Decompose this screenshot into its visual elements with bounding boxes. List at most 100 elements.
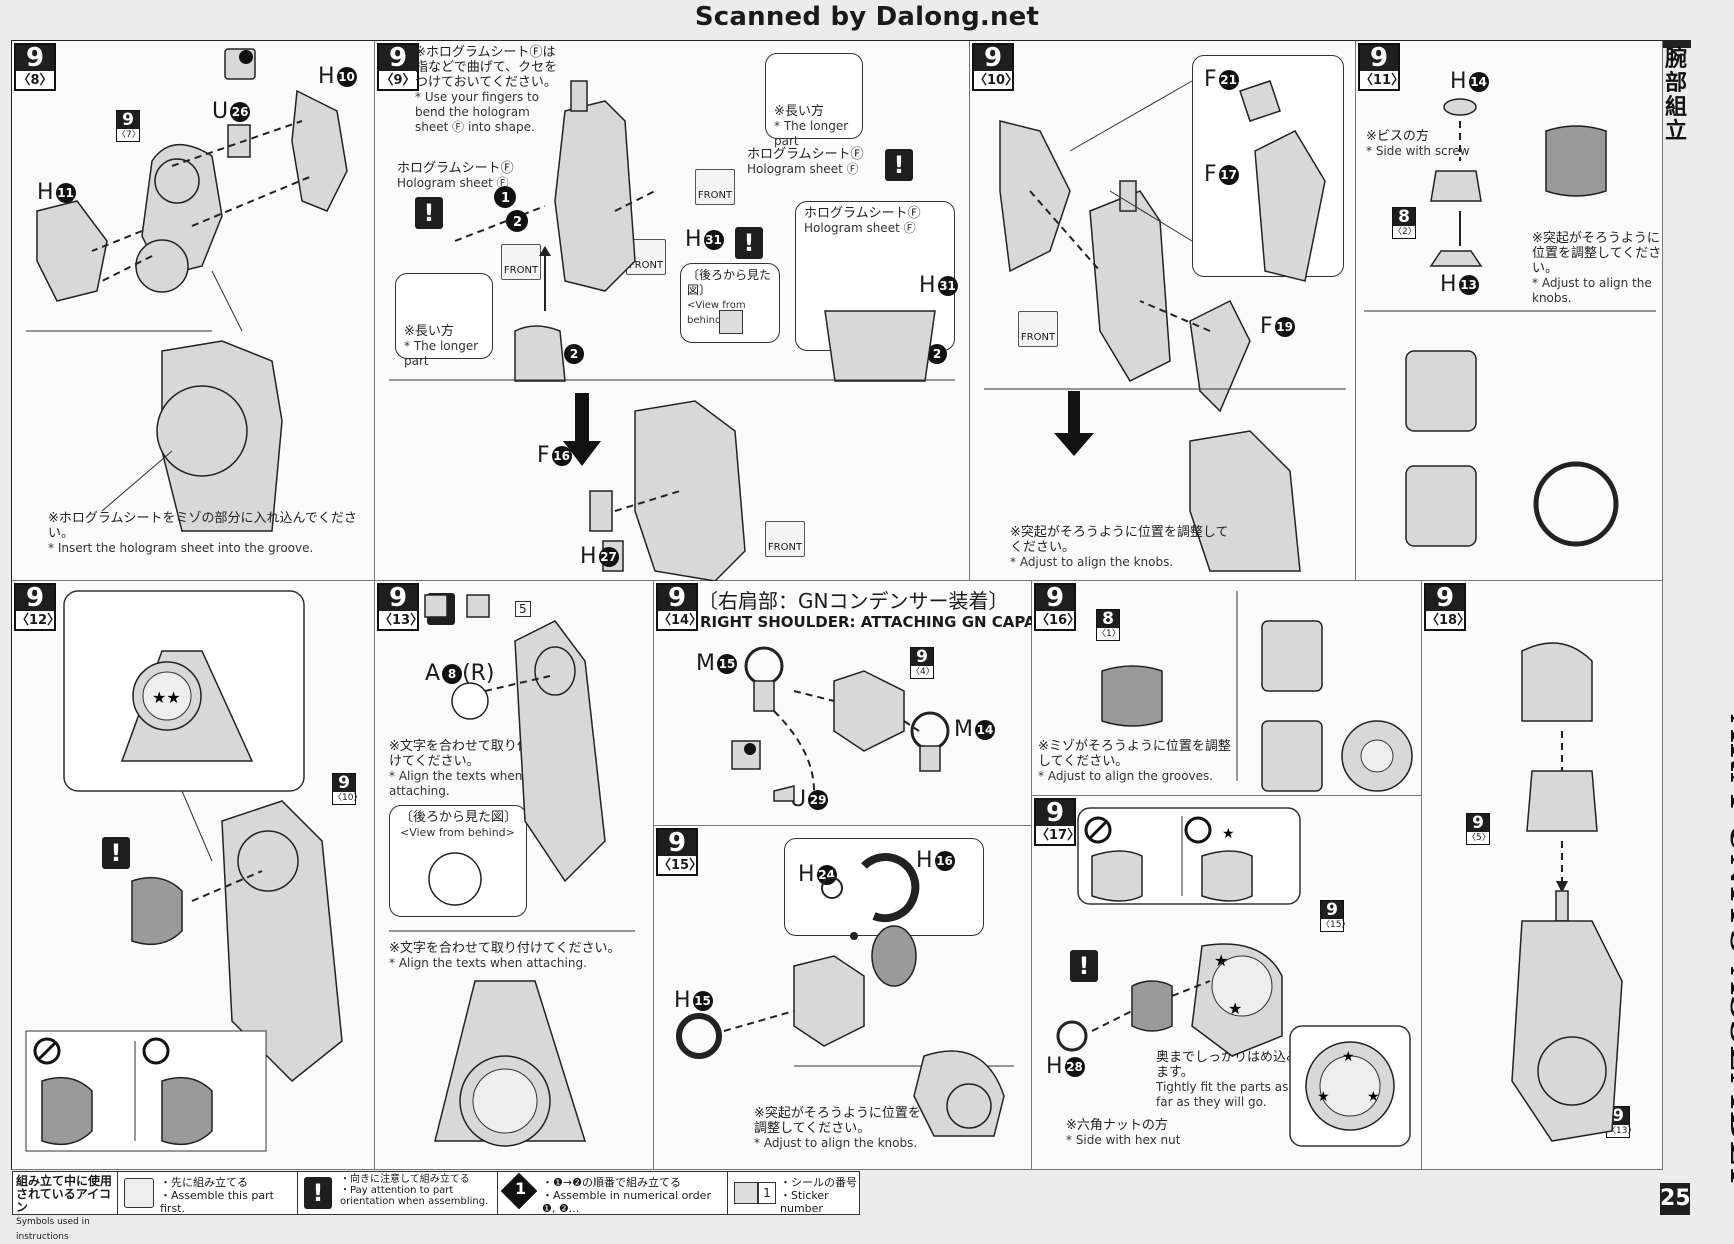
svg-text:★: ★: [1214, 951, 1228, 970]
step-badge: 9〈16〉: [1034, 583, 1080, 631]
watermark: Scanned by Dalong.net: [694, 2, 1040, 32]
step-17-illustration: ★ ★★ ★★★: [1056, 807, 1411, 1147]
step-9-illustration: 1 2: [389, 80, 955, 581]
front-marker: FRONT: [501, 244, 541, 280]
svg-text:★: ★: [1317, 1089, 1330, 1105]
step-14-title-jp: 〔右肩部：GNコンデンサー装着〕: [698, 589, 1009, 613]
step-16-illustration: [1101, 591, 1413, 792]
step-14-panel: 9〈14〉 〔右肩部：GNコンデンサー装着〕 RIGHT SHOULDER: A…: [654, 581, 1098, 826]
step-12-illustration: ★★: [25, 590, 343, 1152]
hex-nut-note: ※六角ナットの方* Side with hex nut: [1066, 1118, 1181, 1147]
step-16-panel: 9〈16〉 8〈1〉 ※ミゾがそろうように位置を調整してください。* Adjus…: [1032, 581, 1422, 796]
longer-part-callout: ※長い方* The longer part: [765, 53, 863, 148]
ref-badge: 8〈2〉: [1392, 207, 1417, 239]
step-10-illustration: [984, 80, 1346, 572]
step-8-note: ※ホログラムシートをミゾの部分に入れ込んでください。* Insert the h…: [48, 511, 357, 555]
step-8-illustration: [26, 48, 348, 532]
step-badge: 9〈14〉: [656, 583, 702, 631]
step-badge: 9〈10〉: [972, 43, 1018, 91]
longer-part-callout-left: ※長い方* The longer part: [395, 273, 493, 368]
legend-numerical-order: 1 ・❶→❷の順番で組み立てる・Assemble in numerical or…: [498, 1172, 728, 1215]
step-9-note-bend: ※ホログラムシートⒻは指などで曲げて、クセをつけておいてください。* Use y…: [415, 45, 558, 134]
side-title-jp: 腕部組立: [1665, 47, 1688, 144]
assemble-first-icon: [124, 1178, 154, 1208]
step-16-note: ※ミゾがそろうように位置を調整してください。* Adjust to align …: [1038, 739, 1231, 783]
fit-note: 奥までしっかりはめ込みます。Tightly fit the parts as f…: [1156, 1050, 1300, 1109]
step-11-illustration: [1364, 98, 1656, 547]
ref-badge: 9〈7〉: [116, 110, 141, 142]
step-10-note: ※突起がそろうように位置を調整してください。* Adjust to align …: [1010, 525, 1229, 569]
front-marker: FRONT: [765, 521, 805, 557]
orientation-warning-icon: !: [415, 197, 443, 229]
view-from-behind-callout: 〔後ろから見た図〕<View from behind>: [389, 805, 527, 917]
orientation-warning-icon: !: [735, 227, 763, 259]
svg-text:★: ★: [1228, 999, 1242, 1018]
step-13-note-2: ※文字を合わせて取り付けてください。* Align the texts when…: [389, 941, 621, 970]
seq-1: 1: [501, 191, 510, 206]
screw-note: ※ビスの方* Side with screw: [1366, 129, 1470, 158]
legend-sticker: 1 ・シールの番号・Sticker number: [728, 1172, 859, 1215]
front-marker: FRONT: [695, 169, 735, 205]
seq-2: 2: [513, 215, 522, 230]
legend-assemble-first: ・先に組み立てる・Assemble this part first.: [118, 1172, 298, 1215]
step-15-note: ※突起がそろうように位置を調整してください。* Adjust to align …: [754, 1106, 921, 1150]
ref-badge: 9〈4〉: [910, 647, 935, 679]
step-badge: 9〈12〉: [14, 583, 60, 631]
step-15-illustration: [676, 853, 1014, 1137]
orientation-warning-icon: !: [885, 149, 913, 181]
page-number: 25: [1660, 1183, 1691, 1215]
svg-text:★: ★: [1367, 1089, 1380, 1105]
step-13-illustration: [389, 594, 635, 1147]
step-11-note: ※突起がそろうように位置を調整してください。* Adjust to align …: [1532, 231, 1662, 305]
orientation-warning-icon: !: [102, 837, 130, 869]
svg-text:★★: ★★: [152, 688, 181, 707]
view-from-behind-callout: 〔後ろから見た図〕<View from behind>: [680, 263, 780, 343]
step-18-illustration: [1511, 642, 1623, 1142]
side-title-en: ARM UNITS ASSEMBLY: [1722, 715, 1734, 1189]
step-badge: 9〈17〉: [1034, 798, 1080, 846]
svg-text:★: ★: [1342, 1049, 1355, 1065]
step-13-note: ※文字を合わせて取り付けてください。* Align the texts when…: [389, 739, 530, 798]
sticker-number: 5: [515, 601, 531, 617]
step-12-panel: 9〈12〉 9〈10〉 ! ★★: [12, 581, 375, 1170]
step-14-illustration: [731, 646, 950, 802]
step-badge: 9〈8〉: [14, 43, 56, 91]
orientation-warning-icon: !: [1070, 950, 1098, 982]
step-badge: 9〈9〉: [377, 43, 419, 91]
ref-badge: 9〈5〉: [1466, 813, 1491, 845]
step-badge: 9〈13〉: [377, 583, 423, 631]
side-title-bar: [1663, 40, 1691, 48]
orientation-warning-icon: !: [304, 1177, 332, 1209]
step-13-panel: 9〈13〉 ! 5 A8(R) ※文字を合わせて取り付けてください。* Alig…: [375, 581, 654, 1170]
front-marker: FRONT: [1018, 311, 1058, 347]
step-badge: 9〈18〉: [1424, 583, 1470, 631]
step-9-panel: 9〈9〉 ※ホログラムシートⒻは指などで曲げて、クセをつけておいてください。* …: [375, 41, 970, 581]
sticker-icon: [734, 1182, 758, 1204]
ref-badge: 8〈1〉: [1096, 609, 1121, 641]
